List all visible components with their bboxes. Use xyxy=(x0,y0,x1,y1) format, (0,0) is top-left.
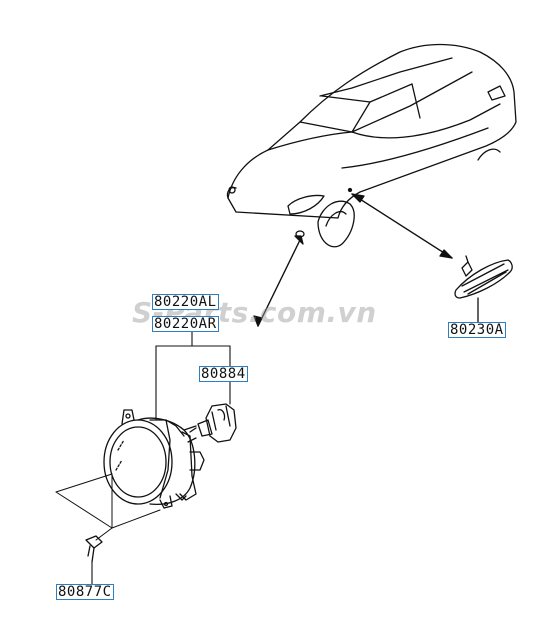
side-marker-lamp xyxy=(454,255,513,323)
alignment-lines xyxy=(55,473,161,541)
car-illustration xyxy=(226,43,517,248)
part-label-side-marker[interactable]: 80230A xyxy=(448,322,506,338)
fog-lamp-arrow xyxy=(253,235,304,327)
fog-lamp-assembly xyxy=(103,409,205,509)
part-label-fog-lamp-right[interactable]: 80220AR xyxy=(152,316,219,332)
screw xyxy=(85,535,103,585)
part-label-screw[interactable]: 80877C xyxy=(56,584,114,600)
side-marker-arrow xyxy=(351,193,453,259)
part-label-bulb[interactable]: 80884 xyxy=(199,366,248,382)
part-label-fog-lamp-left[interactable]: 80220AL xyxy=(152,294,219,310)
bulb xyxy=(189,403,237,443)
fog-lamp-leaders xyxy=(155,331,231,421)
